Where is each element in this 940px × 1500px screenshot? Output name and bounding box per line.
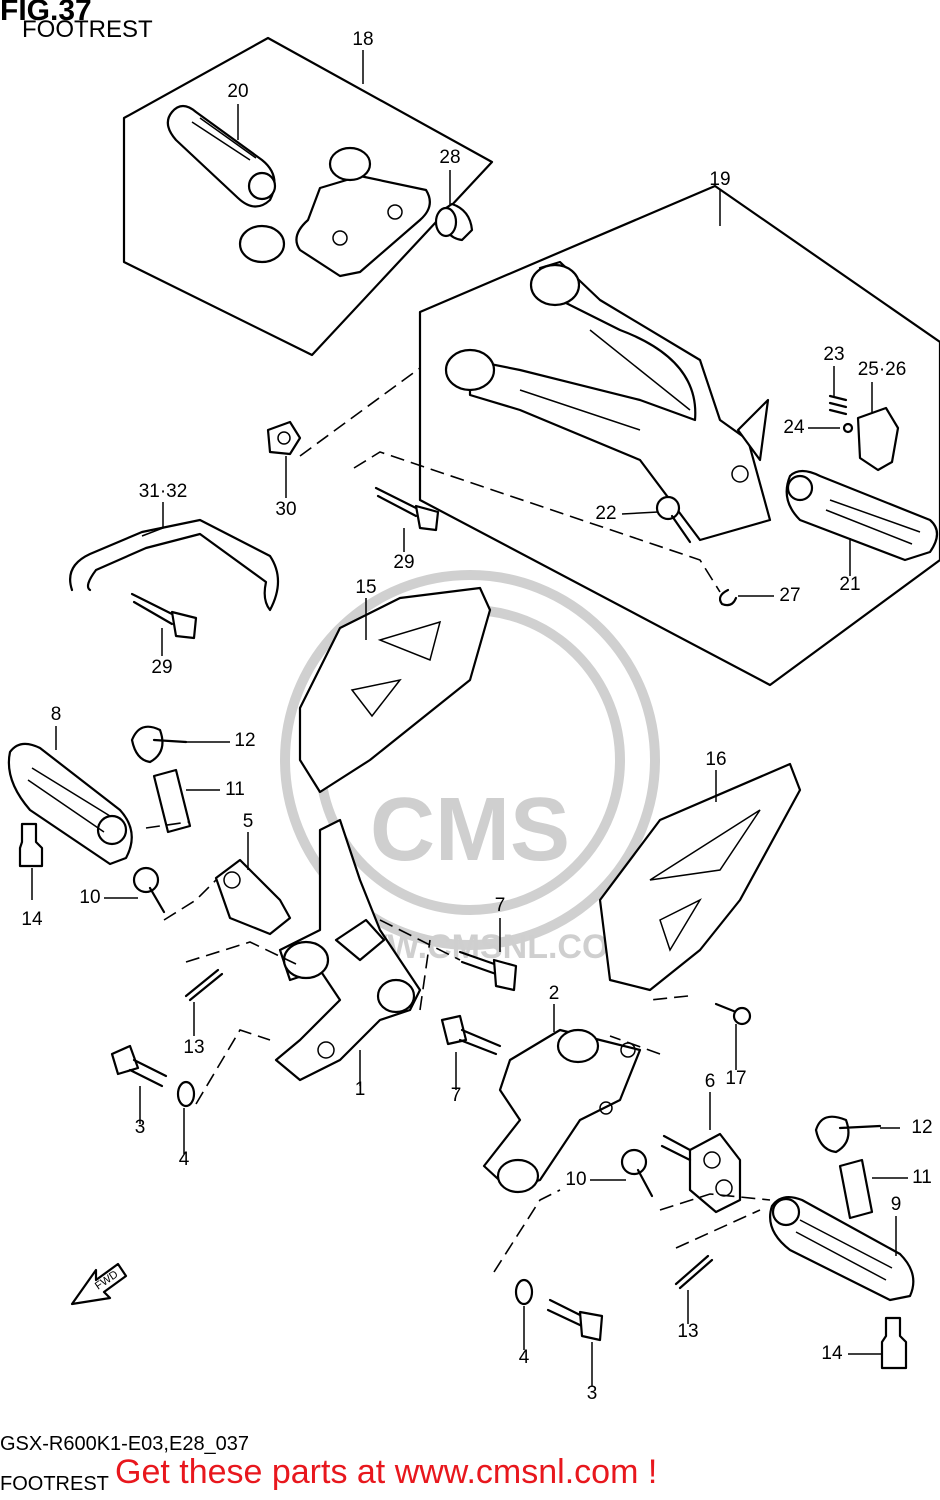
part-15-cutouts	[350, 620, 442, 718]
kit-box-18	[122, 36, 494, 357]
label-16: 16	[705, 749, 727, 770]
label-4-left: 4	[178, 1149, 190, 1170]
label-7-upper: 7	[494, 895, 506, 916]
part-22-pin	[655, 495, 692, 544]
part-9-footpeg	[769, 1195, 915, 1302]
part-29-bolt-lower	[130, 592, 198, 640]
part-2-bracket	[482, 1028, 642, 1194]
label-10-right: 10	[565, 1169, 587, 1190]
label-22: 22	[595, 503, 617, 524]
assembly-dash-lines	[145, 367, 771, 1273]
label-9: 9	[890, 1194, 902, 1215]
label-6: 6	[704, 1071, 716, 1092]
part-13-pin-left	[184, 968, 224, 1002]
label-20: 20	[227, 81, 249, 102]
part-1-main-bracket	[274, 818, 422, 1082]
label-11-right: 11	[912, 1167, 932, 1188]
label-8: 8	[50, 704, 62, 725]
part-3-bolt-right	[546, 1298, 604, 1342]
part-15-heel-guard	[298, 586, 492, 794]
part-6-bracket	[660, 1132, 742, 1214]
part-13-pin-right	[674, 1254, 714, 1290]
label-13-right: 13	[677, 1321, 699, 1342]
part-11-collar-left	[152, 768, 192, 834]
part-24-ball	[842, 422, 854, 434]
part-23-spring	[828, 394, 848, 416]
part-25-26-plate	[856, 406, 900, 472]
label-27: 27	[779, 585, 801, 606]
label-25-26: 25·26	[857, 359, 907, 380]
part-10-pin-left	[132, 866, 166, 914]
part-16-cutouts	[649, 809, 761, 952]
label-1: 1	[354, 1079, 366, 1100]
label-29-upper: 29	[393, 552, 415, 573]
part-8-footpeg	[7, 742, 133, 866]
part-30-nut	[266, 420, 302, 456]
label-3-left: 3	[134, 1117, 146, 1138]
part-17-screw	[714, 1002, 738, 1014]
part-18-bracket	[238, 146, 431, 278]
label-18: 18	[352, 29, 374, 50]
leader-lines	[31, 50, 908, 1386]
part-12-spring-right	[814, 1115, 882, 1154]
part-20-footrest	[166, 104, 277, 208]
label-12-left: 12	[234, 730, 256, 751]
fwd-arrow-icon: FWD	[70, 1262, 128, 1306]
part-17-head	[732, 1006, 752, 1026]
part-29-bolt-upper	[374, 486, 440, 532]
part-28-bushing	[434, 202, 474, 242]
part-11-collar-right	[838, 1158, 874, 1220]
kit-box-19	[418, 184, 940, 687]
label-31-32: 31·32	[138, 481, 188, 502]
label-4-right: 4	[518, 1347, 530, 1368]
part-3-bolt-left	[110, 1044, 168, 1088]
label-29-lower: 29	[151, 657, 173, 678]
part-21-footpeg	[785, 469, 939, 562]
part-19-bracket	[444, 260, 772, 542]
label-19: 19	[709, 169, 731, 190]
part-4-washer-right	[514, 1278, 534, 1306]
part-31-32-wire	[69, 518, 280, 612]
label-11-left: 11	[225, 779, 245, 800]
cmsnl-banner-link[interactable]: Get these parts at www.cmsnl.com !	[115, 1453, 658, 1491]
figure-title: FIG.37	[0, 0, 92, 27]
label-7-lower: 7	[450, 1085, 462, 1106]
figure-subtitle: FOOTREST	[22, 16, 153, 43]
diagram-code: GSX-R600K1-E03,E28_037	[0, 1433, 250, 1455]
part-10-pin-right	[620, 1148, 654, 1198]
part-7-bolt-upper	[458, 950, 518, 992]
part-14-bolt-right	[880, 1316, 908, 1370]
part-27-clip	[718, 588, 738, 607]
label-14-left: 14	[21, 909, 43, 930]
label-5: 5	[242, 811, 254, 832]
part-14-bolt-left	[18, 822, 44, 868]
label-15: 15	[355, 577, 377, 598]
part-16-heel-guard	[598, 762, 802, 992]
label-21: 21	[839, 574, 861, 595]
label-13-left: 13	[183, 1037, 205, 1058]
label-23: 23	[823, 344, 845, 365]
footer-label: FOOTREST	[0, 1473, 109, 1495]
watermark-brand: CMS	[370, 780, 570, 880]
part-12-spring-left	[130, 725, 188, 764]
part-4-washer-left	[176, 1080, 196, 1108]
label-12-right: 12	[911, 1117, 933, 1138]
label-30: 30	[275, 499, 297, 520]
label-24: 24	[783, 417, 805, 438]
part-7-bolt-lower	[440, 1014, 502, 1056]
label-2: 2	[548, 983, 560, 1004]
label-17: 17	[725, 1068, 747, 1089]
label-14-right: 14	[821, 1343, 843, 1364]
label-10-left: 10	[79, 887, 101, 908]
label-3-right: 3	[586, 1383, 598, 1404]
part-5-bracket	[214, 858, 292, 936]
label-28: 28	[439, 147, 461, 168]
